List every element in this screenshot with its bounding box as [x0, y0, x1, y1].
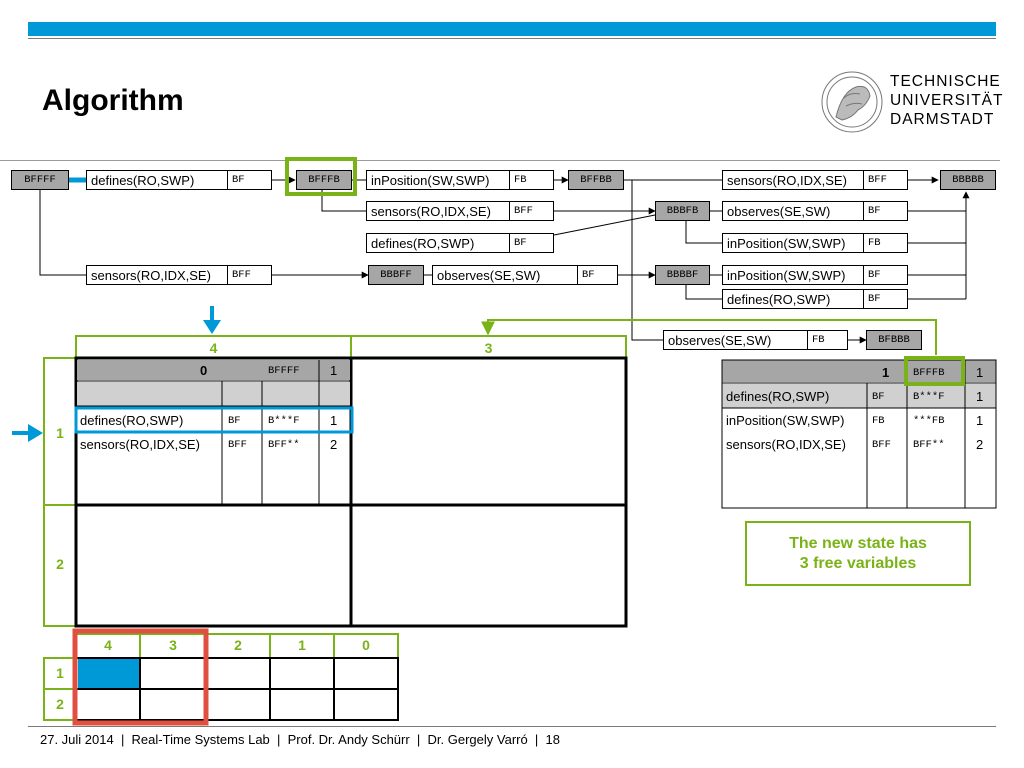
right-row-ad: FB: [872, 415, 885, 427]
mini-row-label-1: 1: [56, 665, 64, 681]
right-row-n: 1: [976, 413, 984, 428]
inner-header-count: 1: [330, 363, 338, 378]
university-seal-icon: [821, 71, 883, 133]
inner-row-pred: defines(RO,SWP): [80, 413, 184, 428]
right-row-ad: BFF: [872, 439, 891, 451]
right-row-pred: sensors(RO,IDX,SE): [726, 437, 846, 452]
mini-col-label-1: 1: [298, 637, 306, 653]
state-bbbfb: BBBFB: [655, 201, 710, 221]
state-bffff: BFFFF: [11, 170, 69, 190]
right-row-n: 1: [976, 389, 984, 404]
top-accent-bar: [28, 22, 996, 36]
slide-title: Algorithm: [42, 84, 184, 117]
node-sensors: sensors(RO,IDX,SE)BFF: [366, 201, 554, 221]
right-row-pattern: ***FB: [913, 415, 945, 427]
footer-text: 27. Juli 2014 | Real-Time Systems Lab | …: [40, 732, 560, 747]
state-bfbbb: BFBBB: [866, 330, 922, 350]
right-header-count: 1: [976, 365, 984, 380]
node-observes-mid: observes(SE,SW)BF: [432, 265, 618, 285]
right-row-pred: defines(RO,SWP): [726, 389, 830, 404]
inner-row-pattern: BFF**: [268, 439, 300, 451]
state-bbbff: BBBFF: [368, 265, 424, 285]
right-row-n: 2: [976, 437, 984, 452]
state-bffbb: BFFBB: [568, 170, 624, 190]
node-defines-low: defines(RO,SWP)BF: [722, 289, 908, 309]
inner-header-state: BFFFF: [268, 365, 300, 377]
mini-col-label-4: 4: [104, 637, 112, 653]
node-inposition: inPosition(SW,SWP)FB: [366, 170, 554, 190]
node-defines-mid: defines(RO,SWP)BF: [366, 233, 554, 253]
grid-row-label-1: 1: [56, 425, 64, 441]
right-row-pred: inPosition(SW,SWP): [726, 413, 845, 428]
node-observes: observes(SE,SW)BF: [722, 201, 908, 221]
node-observes-fb: observes(SE,SW)FB: [663, 330, 848, 350]
university-name: TECHNISCHE UNIVERSITÄT DARMSTADT: [890, 73, 1004, 128]
inner-row-n: 2: [330, 437, 338, 452]
right-row-pattern: B***F: [913, 391, 945, 403]
current-state-highlight: [285, 157, 357, 196]
annotation-note: The new state has 3 free variables: [745, 521, 971, 586]
mini-row-label-2: 2: [56, 696, 64, 712]
inner-header-num: 0: [200, 363, 208, 378]
grid-row-label-2: 2: [56, 556, 64, 572]
node-sensors-left: sensors(RO,IDX,SE)BFF: [86, 265, 272, 285]
state-bbbbb: BBBBB: [940, 170, 996, 190]
grid-col-label-3: 3: [484, 340, 493, 356]
node-defines: defines(RO,SWP)BF: [86, 170, 272, 190]
footer-divider: [28, 726, 996, 727]
mini-col-label-2: 2: [234, 637, 242, 653]
node-sensors-top: sensors(RO,IDX,SE)BFF: [722, 170, 908, 190]
right-header-num: 1: [882, 365, 890, 380]
right-row-ad: BF: [872, 391, 885, 403]
inner-row-pred: sensors(RO,IDX,SE): [80, 437, 200, 452]
top-divider: [28, 38, 996, 39]
state-bbbbf: BBBBF: [655, 265, 710, 285]
node-inposition-bf: inPosition(SW,SWP)BF: [722, 265, 908, 285]
right-header-state: BFFFB: [913, 367, 945, 379]
mini-col-label-3: 3: [169, 637, 177, 653]
mini-col-label-0: 0: [362, 637, 370, 653]
state-bfffb: BFFFB: [296, 170, 352, 190]
right-row-pattern: BFF**: [913, 439, 945, 451]
grid-col-label-4: 4: [209, 340, 218, 356]
inner-row-pattern: B***F: [268, 415, 300, 427]
inner-row-n: 1: [330, 413, 338, 428]
node-inposition-fb: inPosition(SW,SWP)FB: [722, 233, 908, 253]
inner-row-ad: BF: [228, 415, 241, 427]
inner-row-ad: BFF: [228, 439, 247, 451]
diagram-divider: [0, 160, 1000, 161]
